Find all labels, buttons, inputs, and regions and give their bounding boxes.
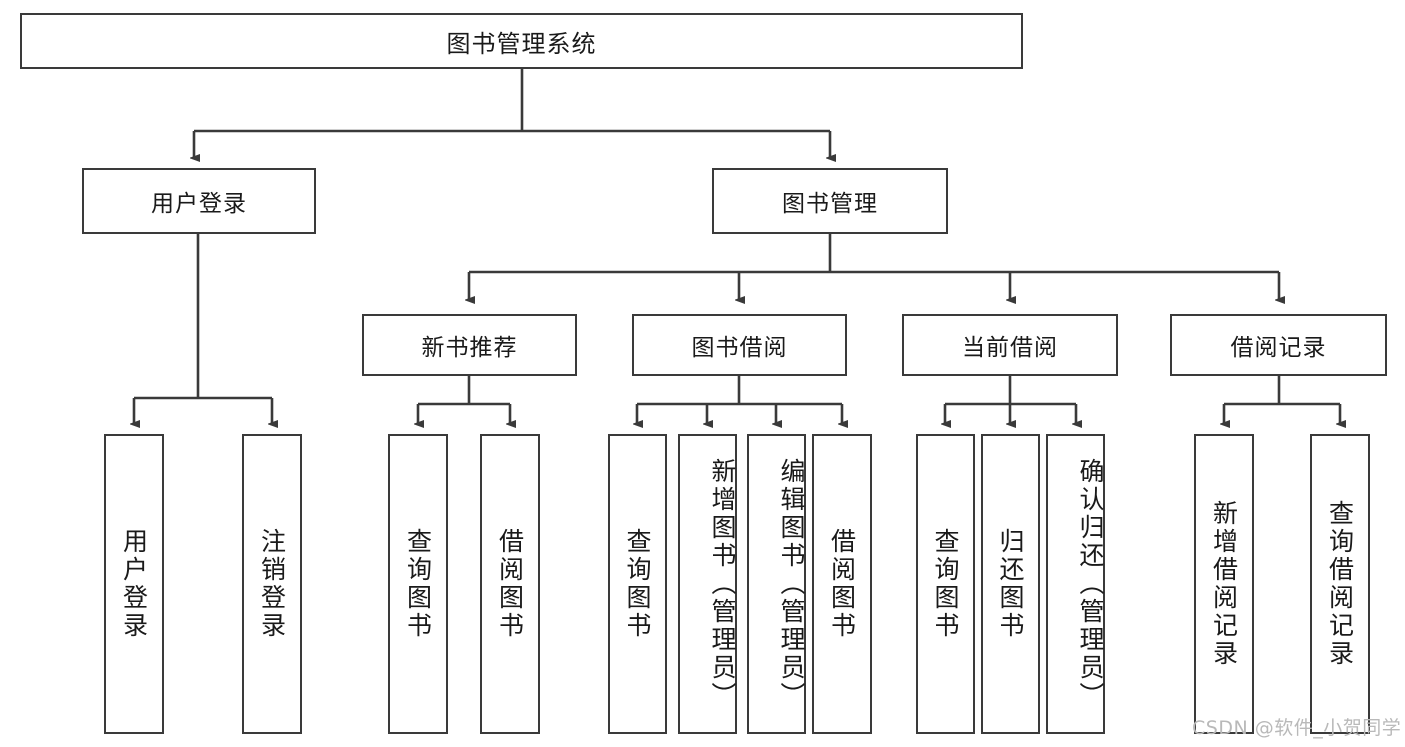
leaf-user-login-logout[interactable]: 注销登录 — [242, 434, 302, 734]
node-borrow-record[interactable]: 借阅记录 — [1170, 314, 1387, 376]
node-current-borrow[interactable]: 当前借阅 — [902, 314, 1118, 376]
leaf-new-book-borrow-book[interactable]: 借阅图书 — [480, 434, 540, 734]
node-book-borrow[interactable]: 图书借阅 — [632, 314, 847, 376]
leaf-borrow-record-add-record[interactable]: 新增借阅记录 — [1194, 434, 1254, 734]
leaf-borrow-record-query-record[interactable]: 查询借阅记录 — [1310, 434, 1370, 734]
node-new-book-recommend[interactable]: 新书推荐 — [362, 314, 577, 376]
csdn-watermark: CSDN @软件_小贺同学 — [1192, 717, 1402, 739]
node-book-management[interactable]: 图书管理 — [712, 168, 948, 234]
node-user-login[interactable]: 用户登录 — [82, 168, 316, 234]
leaf-book-borrow-borrow-book[interactable]: 借阅图书 — [812, 434, 872, 734]
leaf-user-login-login[interactable]: 用户登录 — [104, 434, 164, 734]
leaf-book-borrow-query-book[interactable]: 查询图书 — [608, 434, 667, 734]
leaf-current-borrow-confirm-return-admin[interactable]: 确认归还（管理员） — [1046, 434, 1105, 734]
leaf-current-borrow-query-book[interactable]: 查询图书 — [916, 434, 975, 734]
leaf-book-borrow-add-book-admin[interactable]: 新增图书（管理员） — [678, 434, 737, 734]
leaf-current-borrow-return-book[interactable]: 归还图书 — [981, 434, 1040, 734]
leaf-new-book-query-book[interactable]: 查询图书 — [388, 434, 448, 734]
leaf-book-borrow-edit-book-admin[interactable]: 编辑图书（管理员） — [747, 434, 806, 734]
node-root-book-management-system[interactable]: 图书管理系统 — [20, 13, 1023, 69]
